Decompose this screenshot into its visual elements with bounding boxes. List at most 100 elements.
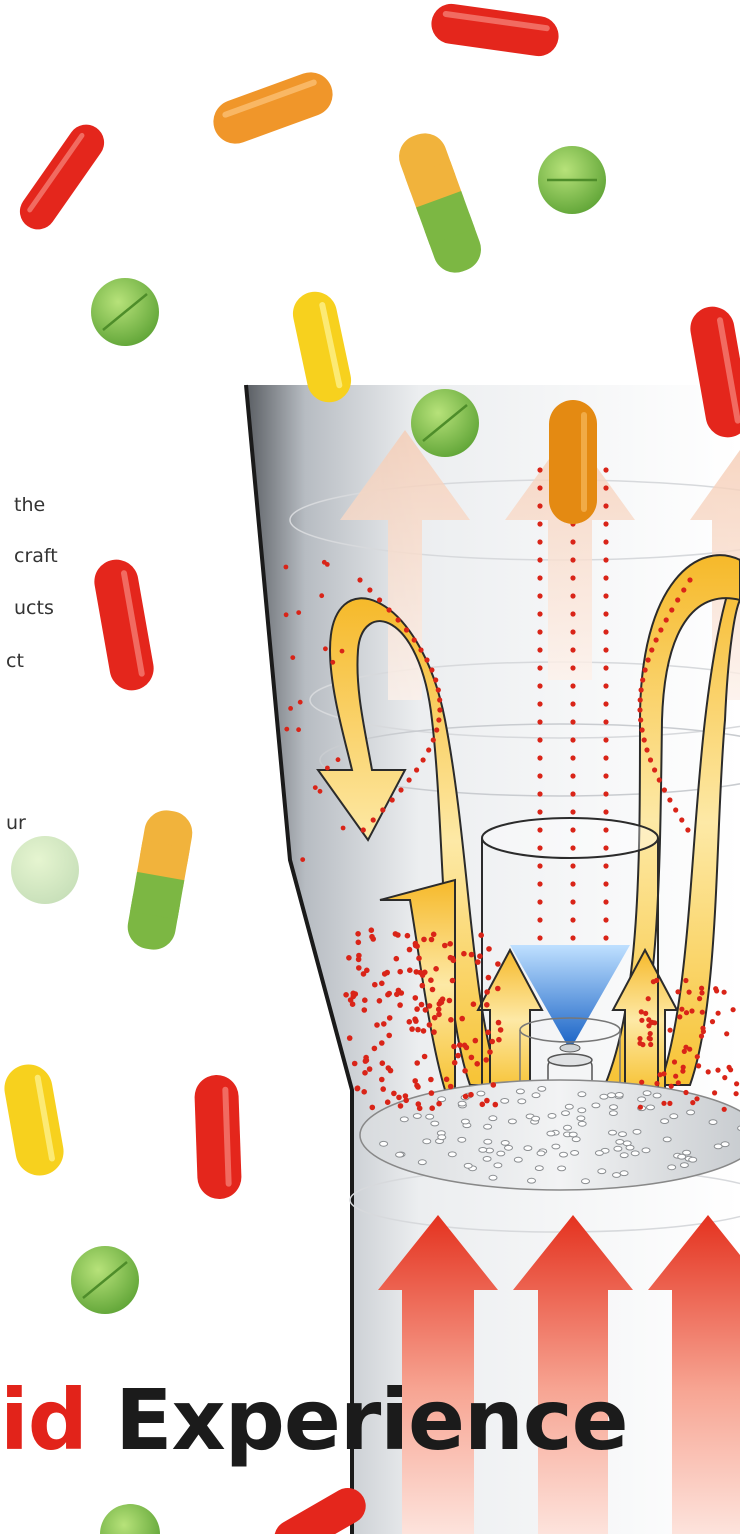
particle: [452, 1060, 458, 1066]
particle: [603, 935, 608, 940]
particle: [420, 972, 426, 978]
particle: [570, 899, 575, 904]
particle: [642, 737, 647, 742]
particle: [646, 996, 651, 1001]
plate-hole: [647, 1105, 655, 1110]
particle: [638, 1105, 643, 1110]
particle: [679, 1007, 684, 1012]
particle: [421, 1028, 427, 1034]
particle: [377, 998, 383, 1004]
particle: [440, 996, 446, 1002]
particle: [637, 707, 642, 712]
particle: [681, 587, 686, 592]
particle: [429, 937, 435, 943]
particle: [407, 947, 413, 953]
plate-hole: [578, 1121, 586, 1126]
particle: [537, 485, 542, 490]
plate-hole: [438, 1097, 446, 1102]
particle: [715, 1068, 720, 1073]
particle: [377, 597, 382, 602]
particle: [570, 719, 575, 724]
particle: [398, 787, 403, 792]
particle: [537, 899, 542, 904]
particle: [396, 988, 402, 994]
particle: [640, 1042, 645, 1047]
plate-hole: [489, 1116, 497, 1121]
particle: [478, 932, 484, 938]
particle: [496, 1037, 502, 1043]
plate-hole: [592, 1103, 600, 1108]
particle: [603, 683, 608, 688]
particle: [570, 701, 575, 706]
particle: [603, 593, 608, 598]
particle: [570, 593, 575, 598]
particle: [687, 990, 692, 995]
particle: [664, 617, 669, 622]
particle: [638, 697, 643, 702]
particle: [603, 773, 608, 778]
particle: [448, 1017, 454, 1023]
plate-hole: [505, 1145, 513, 1150]
particle: [407, 967, 413, 973]
particle: [680, 1069, 685, 1074]
particle: [570, 575, 575, 580]
particle: [537, 557, 542, 562]
particle: [687, 577, 692, 582]
particle: [658, 627, 663, 632]
particle: [284, 612, 289, 617]
particle: [396, 617, 401, 622]
particle: [468, 1092, 474, 1098]
particle: [700, 1010, 705, 1015]
particle: [385, 1099, 391, 1105]
particle: [537, 719, 542, 724]
particle: [485, 1030, 491, 1036]
plate-hole: [560, 1152, 568, 1157]
capsule-icon: [91, 556, 157, 694]
particle: [372, 1046, 378, 1052]
plate-hole: [380, 1141, 388, 1146]
particle: [457, 1042, 463, 1048]
particle: [731, 1007, 736, 1012]
particle: [424, 657, 429, 662]
particle: [484, 1002, 490, 1008]
particle: [637, 1036, 642, 1041]
plate-hole: [558, 1166, 566, 1171]
particle: [409, 1026, 415, 1032]
particle: [657, 777, 662, 782]
particle: [697, 996, 702, 1001]
plate-hole: [552, 1144, 560, 1149]
particle: [661, 1071, 666, 1076]
particle: [537, 503, 542, 508]
particle: [603, 485, 608, 490]
particle: [414, 1060, 420, 1066]
particle: [436, 1101, 442, 1107]
plate-hole: [670, 1114, 678, 1119]
particle: [431, 1029, 437, 1035]
text-fragment-2: craft: [14, 547, 58, 566]
particle: [498, 1027, 504, 1033]
particle: [340, 649, 345, 654]
particle: [603, 539, 608, 544]
plate-hole: [535, 1166, 543, 1171]
particle: [391, 1091, 397, 1097]
particle: [427, 1003, 433, 1009]
plate-hole: [613, 1173, 621, 1178]
particle: [537, 881, 542, 886]
particle: [407, 777, 412, 782]
particle: [699, 990, 704, 995]
particle: [647, 1036, 652, 1041]
particle: [695, 1054, 700, 1059]
particle: [712, 1090, 717, 1095]
plate-hole: [562, 1111, 570, 1116]
particle: [426, 747, 431, 752]
tablet-icon: [71, 1246, 139, 1314]
particle: [661, 1101, 666, 1106]
particle: [382, 971, 388, 977]
particle: [603, 827, 608, 832]
plate-hole: [609, 1130, 617, 1135]
particle: [484, 989, 490, 995]
plate-hole: [578, 1108, 586, 1113]
particle: [434, 727, 439, 732]
particle: [537, 665, 542, 670]
particle: [685, 827, 690, 832]
